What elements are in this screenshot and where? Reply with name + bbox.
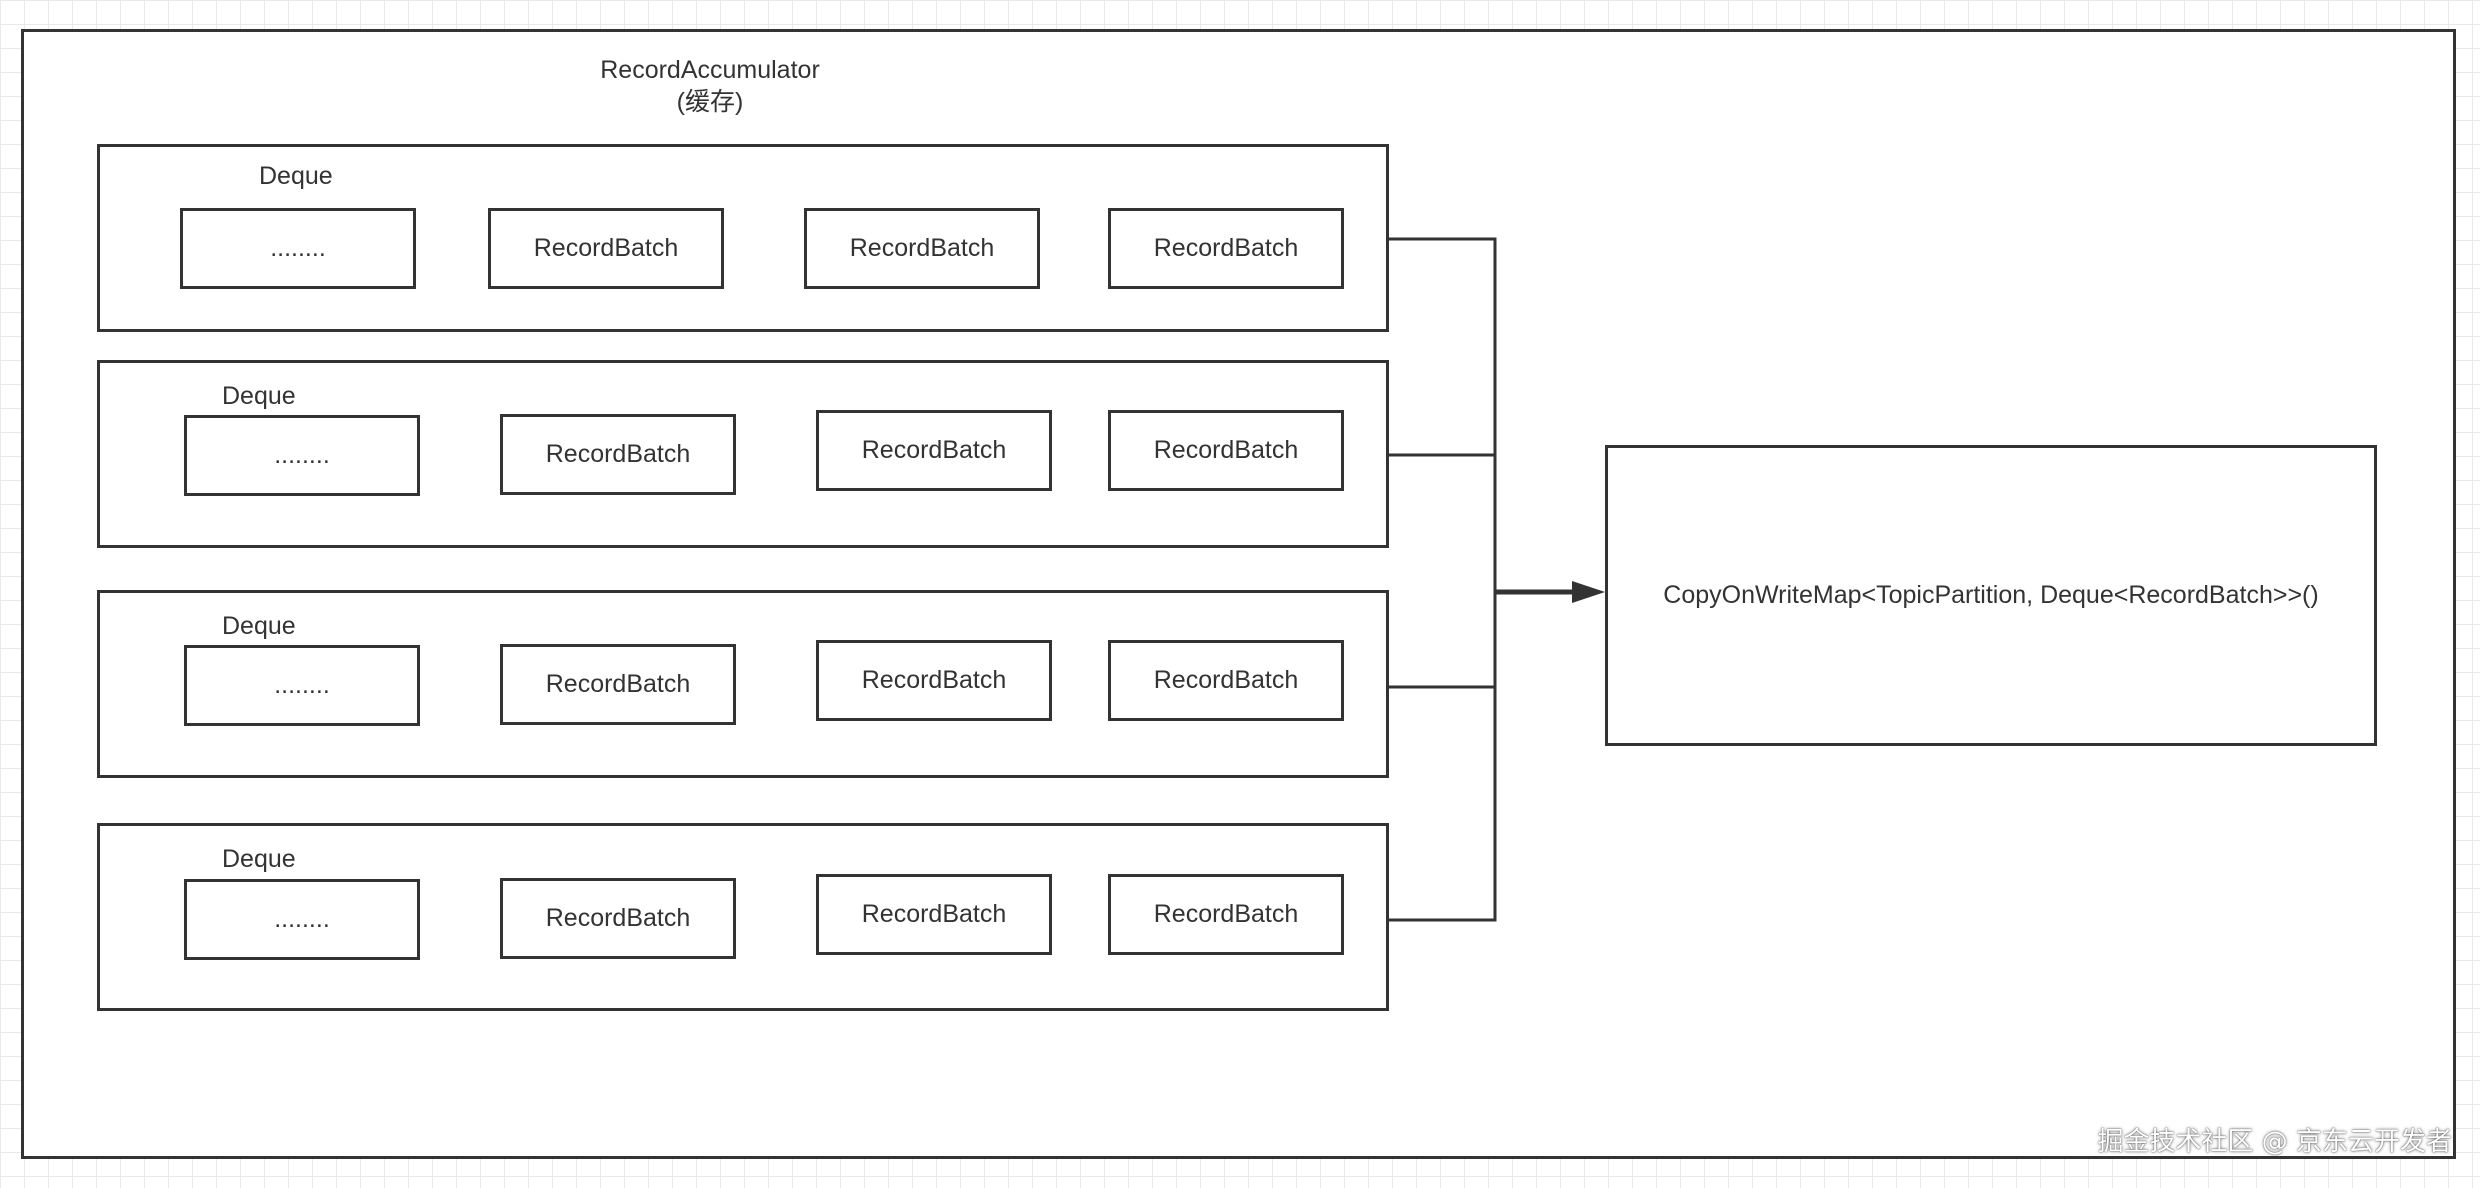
deque-label-3: Deque bbox=[222, 612, 296, 640]
title-line-1: RecordAccumulator bbox=[600, 56, 820, 84]
deque-4-item-1: ........ bbox=[184, 879, 420, 960]
deque-2-item-1: ........ bbox=[184, 415, 420, 496]
deque-1-item-3: RecordBatch bbox=[804, 208, 1040, 289]
deque-2-item-4: RecordBatch bbox=[1108, 410, 1344, 491]
deque-1-item-4: RecordBatch bbox=[1108, 208, 1344, 289]
deque-3-item-3: RecordBatch bbox=[816, 640, 1052, 721]
deque-3-item-4: RecordBatch bbox=[1108, 640, 1344, 721]
deque-3-item-1: ........ bbox=[184, 645, 420, 726]
map-label: CopyOnWriteMap<TopicPartition, Deque<Rec… bbox=[1663, 581, 2319, 609]
deque-4-item-4: RecordBatch bbox=[1108, 874, 1344, 955]
deque-label-1: Deque bbox=[259, 162, 333, 190]
deque-label-4: Deque bbox=[222, 845, 296, 873]
deque-1-item-2: RecordBatch bbox=[488, 208, 724, 289]
title-line-2: (缓存) bbox=[676, 88, 744, 116]
deque-2-item-3: RecordBatch bbox=[816, 410, 1052, 491]
watermark-text: 掘金技术社区 @ 京东云开发者 bbox=[2097, 1127, 2452, 1157]
copy-on-write-map-box: CopyOnWriteMap<TopicPartition, Deque<Rec… bbox=[1605, 445, 2377, 746]
deque-3-item-2: RecordBatch bbox=[500, 644, 736, 725]
deque-label-2: Deque bbox=[222, 382, 296, 410]
deque-1-item-1: ........ bbox=[180, 208, 416, 289]
diagram-title: RecordAccumulator (缓存) bbox=[590, 54, 830, 118]
deque-4-item-3: RecordBatch bbox=[816, 874, 1052, 955]
deque-2-item-2: RecordBatch bbox=[500, 414, 736, 495]
deque-4-item-2: RecordBatch bbox=[500, 878, 736, 959]
